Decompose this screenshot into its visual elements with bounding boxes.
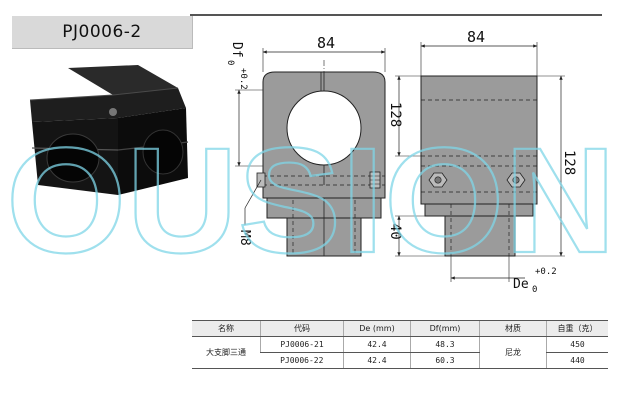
- cell-de: 42.4: [343, 336, 411, 353]
- cell-weight: 440: [546, 352, 608, 369]
- col-df: Df(mm): [410, 320, 480, 337]
- side-view: 84 128 40 128 128 De 0 +0.2: [387, 28, 577, 295]
- photo-upper-face: [30, 88, 186, 122]
- col-weight: 自重（克）: [546, 320, 608, 337]
- cell-product-name: 大支脚三通: [192, 336, 261, 369]
- front-df-label-group: Df 0 +0.2: [225, 42, 248, 90]
- spec-table: 名称 代码 De (mm) Df(mm) 材质 自重（克） 大支脚三通 PJ00…: [192, 320, 608, 369]
- photo-edge-highlight: [29, 87, 179, 101]
- side-nut-right-icon: [506, 172, 526, 188]
- header-rule: [190, 14, 602, 16]
- front-thread-leader: [244, 179, 262, 209]
- spec-table-header: 名称 代码 De (mm) Df(mm) 材质 自重（克）: [192, 320, 608, 337]
- product-photo: [29, 65, 189, 195]
- photo-bore-front: [46, 133, 100, 183]
- cell-code: PJ0006-21: [260, 336, 344, 353]
- cell-weight: 450: [546, 336, 608, 353]
- front-view: 84 Df 0 +0.2 M8: [225, 34, 386, 257]
- photo-top-face: [68, 65, 178, 95]
- model-title-text: PJ0006-2: [62, 22, 142, 42]
- front-df-label: Df: [229, 42, 244, 58]
- side-total-height-text: 128: [561, 150, 577, 175]
- cell-de: 42.4: [343, 352, 411, 369]
- side-flange: [424, 203, 534, 217]
- side-width-label: 84: [467, 28, 485, 46]
- col-code: 代码: [260, 320, 344, 337]
- col-material: 材质: [479, 320, 547, 337]
- side-de-label: De: [513, 277, 529, 292]
- front-df-sup: +0.2: [238, 68, 248, 90]
- front-thread-label: M8: [237, 230, 252, 246]
- cell-code: PJ0006-22: [260, 352, 344, 369]
- side-height-label: 128: [387, 102, 403, 127]
- side-neck: [444, 215, 516, 257]
- cell-material: 尼龙: [479, 336, 547, 369]
- front-df-sub: 0: [225, 60, 235, 65]
- side-nut-left-icon: [428, 172, 448, 188]
- cell-df: 60.3: [410, 352, 480, 369]
- front-width-label: 84: [317, 34, 335, 52]
- col-de: De (mm): [343, 320, 411, 337]
- table-row: 大支脚三通 PJ0006-21 42.4 48.3 尼龙 450: [192, 336, 608, 369]
- model-title: PJ0006-2: [12, 16, 193, 49]
- photo-bore-side: [142, 129, 184, 175]
- col-name: 名称: [192, 320, 261, 337]
- table-row: PJ0006-22 42.4 60.3 440: [192, 352, 608, 369]
- side-de-sub: 0: [532, 285, 537, 295]
- photo-screw-icon: [109, 108, 117, 116]
- side-de-sup: +0.2: [535, 267, 557, 277]
- cell-df: 48.3: [410, 336, 480, 353]
- technical-drawing: 84 Df 0 +0.2 M8: [225, 28, 577, 295]
- front-bore: [286, 90, 362, 166]
- side-depth-label: 40: [387, 223, 403, 240]
